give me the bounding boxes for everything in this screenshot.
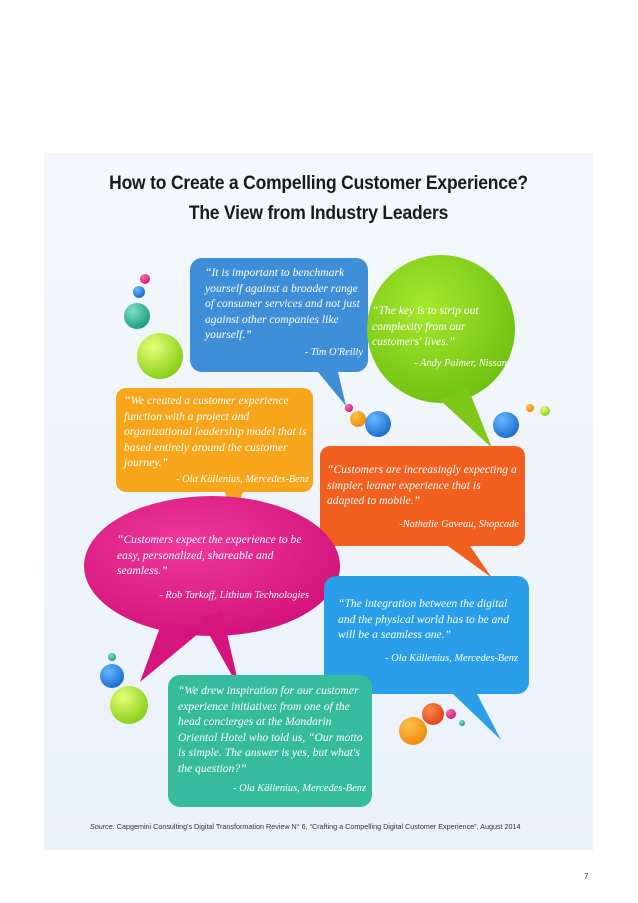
quote-author: -Nathalie Gaveau, Shopcade — [399, 518, 519, 530]
bubble-red — [320, 446, 525, 578]
dot-15 — [422, 703, 444, 725]
source-label: Source: — [90, 822, 115, 831]
quote-text: “Customers are increasingly expecting a … — [327, 463, 517, 507]
quote-rob-tarkoff: “Customers expect the experience to be e… — [117, 532, 309, 603]
dot-5 — [345, 404, 353, 412]
dot-14 — [399, 717, 427, 745]
quote-text: “The integration between the digital and… — [338, 597, 509, 641]
dot-8 — [526, 404, 534, 412]
dot-3 — [124, 303, 150, 329]
quote-text: “We created a customer experience functi… — [124, 394, 307, 469]
bubble-pink — [84, 496, 340, 636]
quote-author: - Andy Palmer, Nissan — [414, 357, 507, 369]
quote-author: - Ola Källenius, Mercedes-Benz — [176, 473, 309, 485]
page-number: 7 — [584, 872, 589, 881]
page-subtitle: The View from Industry Leaders — [188, 203, 449, 224]
dot-6 — [350, 411, 366, 427]
quote-text: “Customers expect the experience to be e… — [117, 533, 302, 577]
dot-9 — [540, 406, 550, 416]
quote-andy-palmer: “The key is to strip out complexity from… — [372, 303, 507, 371]
bubble-lightblue — [324, 576, 529, 740]
quote-author: - Ola Källenius, Mercedes-Benz — [233, 783, 366, 794]
quote-author: - Ola Källenius, Mercedes-Benz — [385, 652, 518, 664]
bubble-orange — [116, 388, 313, 520]
bubble-pink-tail-2 — [200, 612, 240, 690]
dot-16 — [446, 709, 456, 719]
dot-7 — [365, 411, 391, 437]
quote-author: - Tim O'Reilly — [304, 346, 363, 358]
quote-tim-oreilly: “It is important to benchmark yourself a… — [205, 265, 363, 360]
dot-4 — [137, 333, 183, 379]
dot-11 — [108, 653, 116, 661]
quote-text: “We drew inspiration for our customer ex… — [178, 684, 363, 775]
quote-kallenius-1: “We created a customer experience functi… — [124, 393, 309, 487]
dot-1 — [140, 274, 150, 284]
source-note: Source: Capgemini Consulting's Digital T… — [90, 822, 560, 831]
dot-13 — [110, 686, 148, 724]
quote-kallenius-3: “We drew inspiration for our customer ex… — [178, 683, 366, 797]
dot-12 — [100, 664, 124, 688]
bubble-pink-tail — [140, 622, 205, 682]
bubble-teal — [168, 675, 372, 807]
quote-nathalie-gaveau: “Customers are increasingly expecting a … — [327, 462, 519, 532]
source-text: Capgemini Consulting's Digital Transform… — [114, 822, 521, 831]
page-title: How to Create a Compelling Customer Expe… — [109, 173, 528, 194]
bubble-blue — [190, 258, 368, 406]
quote-kallenius-2: “The integration between the digital and… — [338, 596, 518, 666]
dot-10 — [493, 412, 519, 438]
quote-author: - Rob Tarkoff, Lithium Technologies — [159, 589, 309, 601]
dot-17 — [459, 720, 465, 726]
bubble-green-tail — [440, 388, 492, 448]
bubble-green — [367, 255, 515, 403]
quote-text: “The key is to strip out complexity from… — [372, 304, 479, 348]
quote-text: “It is important to benchmark yourself a… — [205, 266, 360, 341]
dot-2 — [133, 286, 145, 298]
